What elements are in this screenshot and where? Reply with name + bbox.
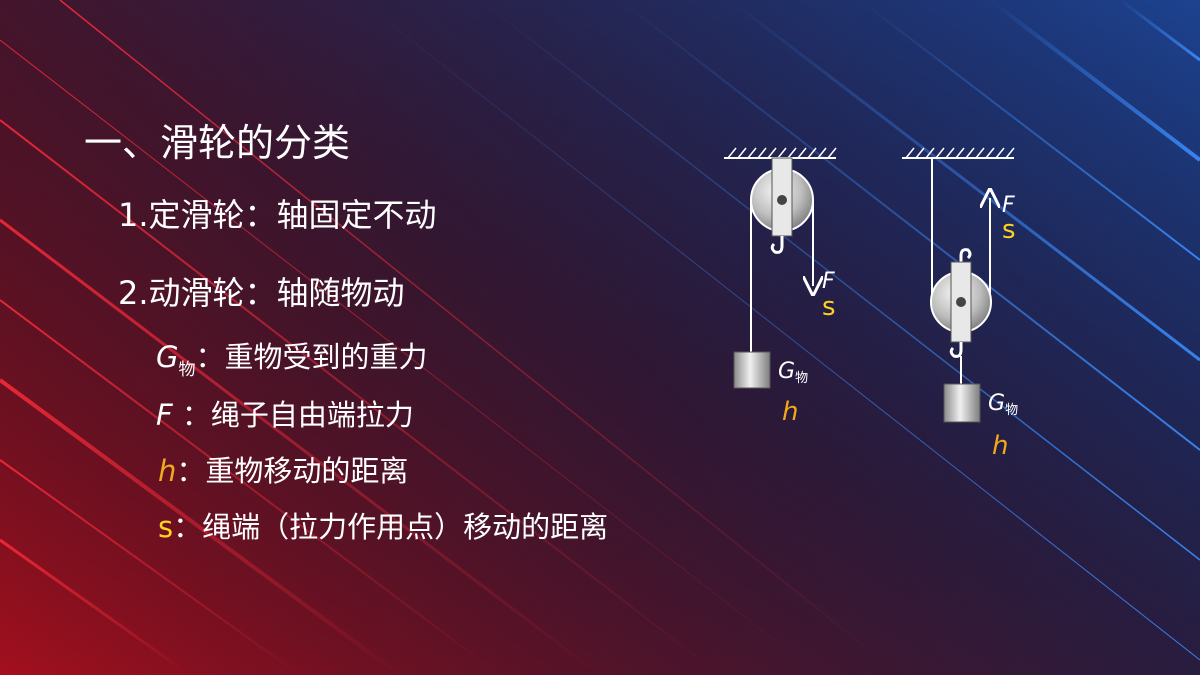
fixed-height-label: h bbox=[782, 397, 798, 427]
symbol-s: s bbox=[158, 510, 174, 544]
fixed-axle bbox=[777, 195, 787, 205]
movable-distance-label: s bbox=[1002, 215, 1016, 245]
fixed-weight-block bbox=[733, 351, 771, 389]
fixed-weight-subscript: 物 bbox=[795, 371, 808, 386]
definition-f-text: ：绳子自由端拉力 bbox=[172, 398, 414, 432]
slide-title: 一、滑轮的分类 bbox=[84, 121, 351, 165]
movable-top-hook bbox=[959, 248, 972, 266]
fixed-distance-label: s bbox=[822, 292, 836, 322]
fixed-pulley: F s G物 h bbox=[724, 147, 837, 427]
fixed-weight-symbol: G bbox=[778, 359, 795, 384]
fixed-pulley-heading: 1.定滑轮：轴固定不动 bbox=[118, 196, 437, 234]
definition-h-text: ：重物移动的距离 bbox=[176, 454, 409, 488]
fixed-weight-label: G物 bbox=[778, 359, 808, 386]
movable-pulley: F s G物 h bbox=[902, 147, 1018, 461]
pulley-diagram: F s G物 h F bbox=[724, 147, 1018, 461]
symbol-h: h bbox=[158, 454, 177, 488]
fixed-force-label: F bbox=[822, 269, 835, 294]
movable-weight-label: G物 bbox=[988, 391, 1018, 418]
definition-s: s：绳端（拉力作用点）移动的距离 bbox=[158, 504, 608, 546]
fixed-ceiling bbox=[724, 147, 837, 159]
movable-weight-symbol: G bbox=[988, 391, 1005, 416]
definition-h: h：重物移动的距离 bbox=[158, 448, 408, 490]
definition-s-text: ：绳端（拉力作用点）移动的距离 bbox=[173, 510, 609, 544]
movable-ceiling bbox=[902, 147, 1015, 159]
movable-axle bbox=[956, 297, 966, 307]
symbol-f: F bbox=[156, 398, 173, 432]
movable-weight-subscript: 物 bbox=[1005, 403, 1018, 418]
fixed-hook bbox=[770, 236, 784, 254]
symbol-g-subscript: 物 bbox=[178, 360, 196, 380]
movable-force-label: F bbox=[1002, 193, 1015, 218]
definition-g-text: ：重物受到的重力 bbox=[195, 340, 428, 374]
movable-weight-block bbox=[943, 383, 981, 423]
definition-f: F ：绳子自由端拉力 bbox=[156, 392, 414, 434]
movable-bottom-hook bbox=[949, 342, 963, 358]
definition-g: G物：重物受到的重力 bbox=[156, 334, 428, 380]
movable-pulley-heading: 2.动滑轮：轴随物动 bbox=[118, 274, 405, 312]
movable-height-label: h bbox=[992, 431, 1008, 461]
symbol-g: G bbox=[156, 340, 179, 374]
